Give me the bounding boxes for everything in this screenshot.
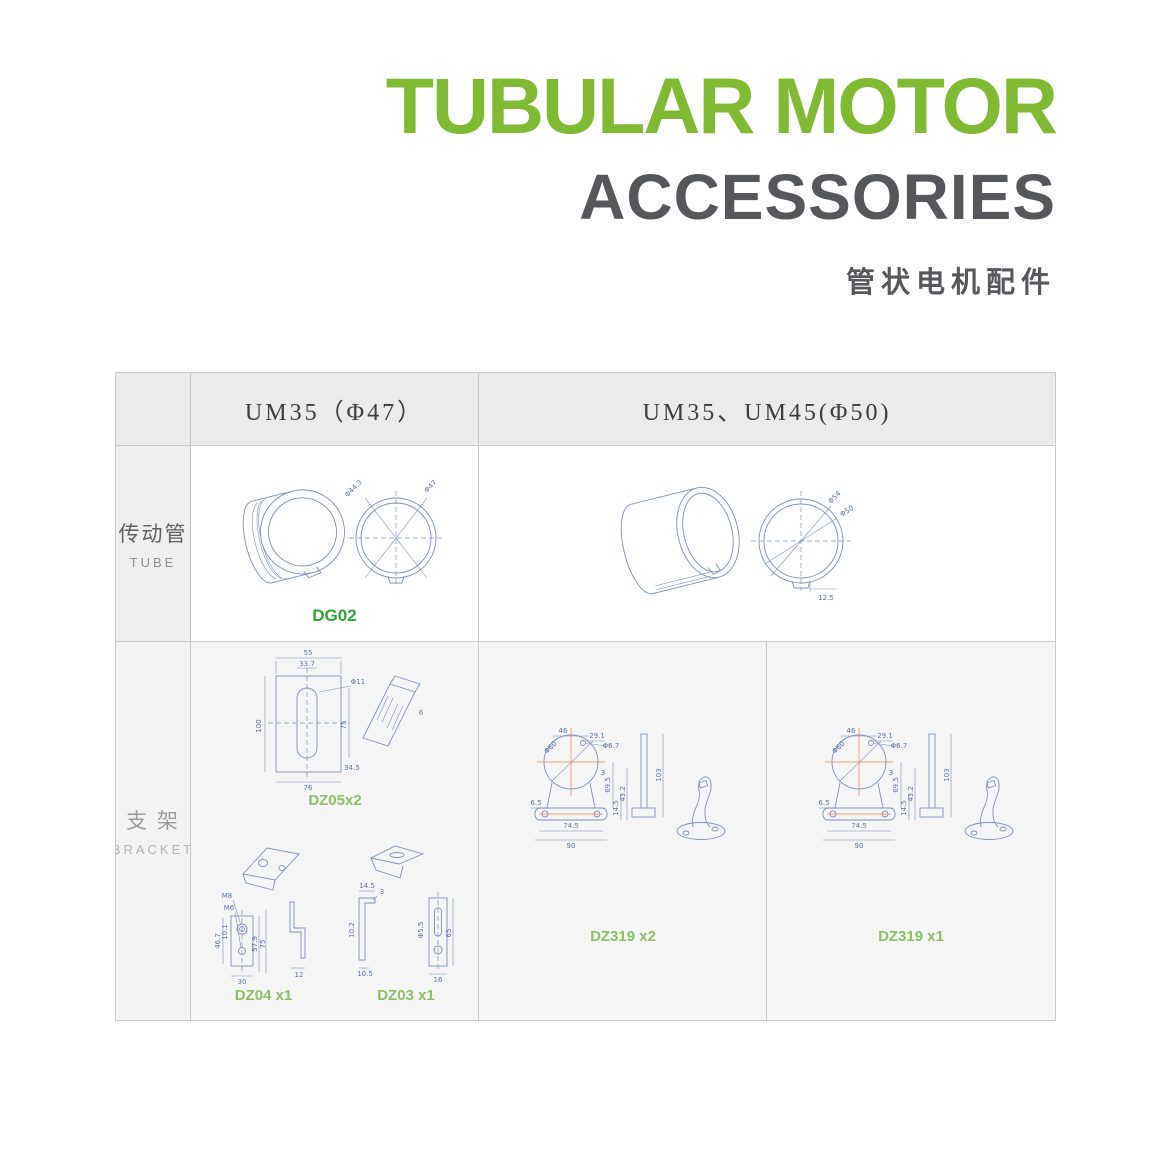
dim-label: 75 bbox=[340, 721, 348, 730]
page-title-line2: ACCESSORIES bbox=[579, 161, 1056, 233]
part-label-dg02: DG02 bbox=[312, 606, 357, 625]
dim-label: 6.5 bbox=[530, 799, 541, 807]
tube-um45-cell: Φ54 Φ50 12.5 bbox=[478, 445, 1055, 641]
dim-label: 90 bbox=[855, 842, 864, 850]
title-block: TUBULAR MOTOR ACCESSORIES 管状电机配件 bbox=[385, 61, 1058, 301]
dim-label: 29.1 bbox=[589, 732, 605, 740]
dg02-tube-3d bbox=[242, 489, 345, 584]
header-um35-um45-label: UM35、UM45(Φ50) bbox=[642, 399, 892, 426]
dim-label: 3 bbox=[380, 888, 384, 896]
dim-label: 10.2 bbox=[348, 922, 356, 938]
dim-label: 76 bbox=[304, 784, 313, 792]
dz319-drawing: 46 29.1 Φ6.7 Φ60 3 69.5 6.5 74.5 90 14.5… bbox=[530, 727, 726, 850]
dim-label: Φ44.3 bbox=[343, 478, 364, 499]
dim-label: Φ5.5 bbox=[417, 922, 425, 939]
dim-label: 74.5 bbox=[851, 822, 867, 830]
bracket-um35-drawings: 55 33.7 100 76 Φ11 75 34.5 6 bbox=[214, 649, 454, 986]
row-label-bracket: 支 架 BRACKET bbox=[115, 641, 190, 1020]
dg02-tube-drawing: Φ44.3 Φ47 bbox=[242, 478, 443, 585]
bracket-label-en: BRACKET bbox=[115, 842, 190, 857]
bracket-dz319x2-cell: 46 29.1 Φ6.7 Φ60 3 69.5 6.5 74.5 90 14.5… bbox=[478, 641, 766, 1020]
bracket-um35-cell: 55 33.7 100 76 Φ11 75 34.5 6 bbox=[190, 641, 478, 1020]
dim-label: 10.5 bbox=[357, 970, 373, 978]
tube50-drawing: Φ54 Φ50 12.5 bbox=[620, 486, 855, 602]
dz03-drawing bbox=[358, 845, 454, 975]
tube-label-en: TUBE bbox=[129, 554, 177, 570]
dim-label: 3 bbox=[889, 769, 893, 777]
dim-label: 29.1 bbox=[877, 732, 893, 740]
dim-label: 74.5 bbox=[563, 822, 579, 830]
dim-label: 69.5 bbox=[892, 777, 900, 793]
part-label-dz319x2: DZ319 x2 bbox=[590, 928, 656, 945]
page-subtitle-cn: 管状电机配件 bbox=[845, 267, 1056, 299]
dim-label: 103 bbox=[655, 768, 663, 781]
dim-label: 30 bbox=[238, 978, 247, 986]
dim-label: 34.5 bbox=[344, 764, 360, 772]
dim-label: Φ6.7 bbox=[891, 742, 908, 750]
dim-label: 100 bbox=[255, 719, 263, 732]
dim-label: 75 bbox=[259, 940, 267, 949]
dim-label: 33.7 bbox=[299, 660, 315, 668]
bracket-dz319x1-cell: 46 29.1 Φ6.7 Φ60 3 69.5 6.5 74.5 90 14.5… bbox=[766, 641, 1055, 1020]
dim-label: 14.5 bbox=[612, 800, 620, 816]
tube50-3d bbox=[620, 486, 740, 595]
dim-label: Φ54 bbox=[827, 489, 843, 505]
page-title: TUBULAR MOTOR bbox=[385, 61, 1058, 150]
bracket-label-cn: 支 架 bbox=[126, 810, 180, 833]
header-corner-cell bbox=[115, 372, 190, 445]
dim-label: 14.5 bbox=[900, 800, 908, 816]
dim-label: 46 bbox=[559, 727, 568, 735]
header-um35-label: UM35（Φ47） bbox=[244, 399, 425, 426]
dim-label: 69.5 bbox=[604, 777, 612, 793]
dim-label: M8 bbox=[222, 892, 233, 900]
dim-label: Φ60 bbox=[543, 740, 559, 756]
dim-label: 14.5 bbox=[359, 882, 375, 890]
dim-label: 6.5 bbox=[818, 799, 829, 807]
dz04-drawing bbox=[222, 847, 306, 977]
accessories-table: UM35（Φ47） UM35、UM45(Φ50) 传动管 TUBE bbox=[115, 372, 1056, 1021]
part-label-dz03: DZ03 x1 bbox=[377, 987, 435, 1004]
row-label-tube: 传动管 TUBE bbox=[115, 445, 190, 641]
tube-um35-cell: Φ44.3 Φ47 DG02 bbox=[190, 445, 478, 641]
dim-label: 3 bbox=[601, 769, 605, 777]
dg02-cross-section bbox=[349, 491, 443, 585]
dim-label: 12 bbox=[295, 971, 304, 979]
dim-label: 55 bbox=[304, 649, 313, 657]
dim-label: 43.2 bbox=[619, 786, 627, 802]
dim-label: 46 bbox=[847, 727, 856, 735]
dim-label: 103 bbox=[943, 768, 951, 781]
dz319-drawing: 46 29.1 Φ6.7 Φ60 3 69.5 6.5 74.5 90 14.5… bbox=[818, 727, 1014, 850]
dim-label: Φ60 bbox=[831, 740, 847, 756]
part-label-dz05: DZ05x2 bbox=[308, 792, 362, 809]
dim-label: 43.2 bbox=[907, 786, 915, 802]
dim-label: 57.9 bbox=[251, 936, 259, 952]
dim-label: Φ6.7 bbox=[603, 742, 620, 750]
dim-label: 10.1 bbox=[221, 924, 229, 940]
dim-label: M6 bbox=[224, 904, 235, 912]
dz05-drawing bbox=[264, 657, 421, 783]
part-label-dz04: DZ04 x1 bbox=[234, 987, 293, 1004]
header-um35-um45: UM35、UM45(Φ50) bbox=[478, 372, 1055, 445]
tube-label-cn: 传动管 bbox=[118, 522, 188, 546]
dim-label: Φ47 bbox=[423, 479, 439, 495]
dim-label: 6 bbox=[419, 709, 424, 717]
dim-label: 90 bbox=[567, 842, 576, 850]
header-um35: UM35（Φ47） bbox=[190, 372, 478, 445]
part-label-dz319x1: DZ319 x1 bbox=[878, 928, 944, 945]
dim-label: 12.5 bbox=[818, 594, 834, 602]
dim-label: 65 bbox=[445, 929, 453, 938]
dim-label: 46.7 bbox=[214, 933, 222, 949]
dim-label: 16 bbox=[434, 976, 443, 984]
dim-label: Φ11 bbox=[351, 678, 365, 686]
tube50-cross-section bbox=[751, 491, 851, 592]
dim-label: Φ50 bbox=[839, 504, 855, 518]
